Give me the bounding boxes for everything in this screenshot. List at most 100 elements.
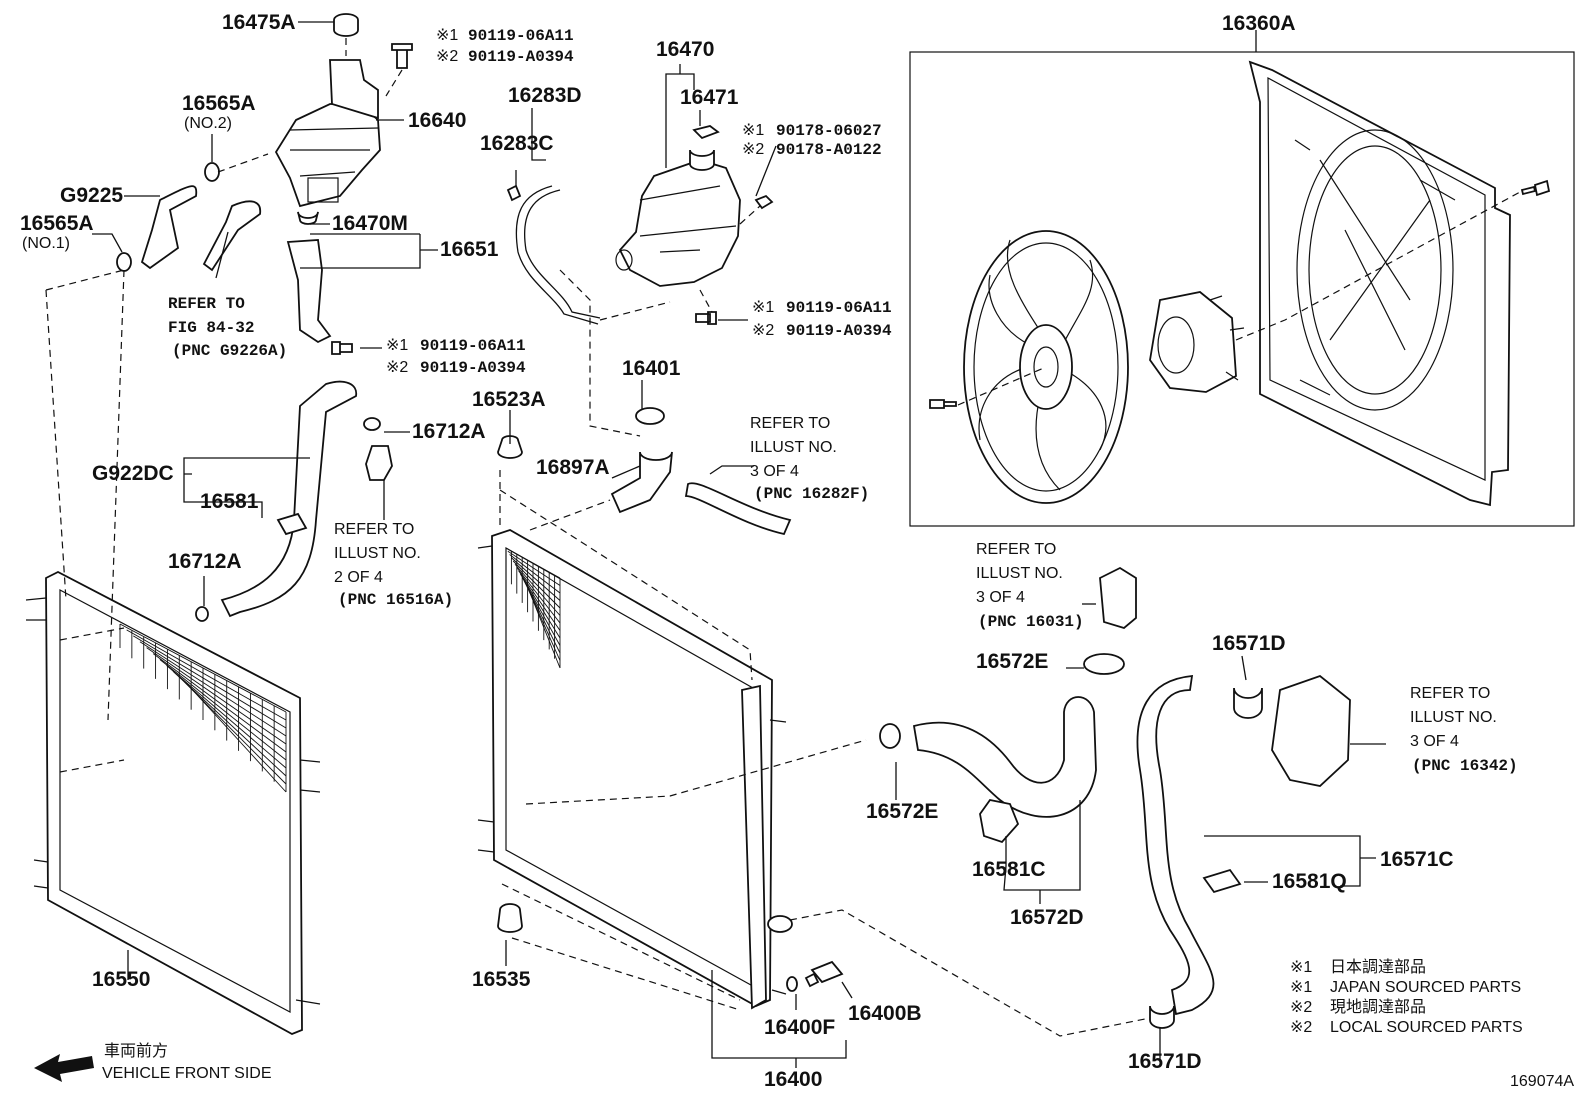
label-16640: 16640	[408, 109, 466, 132]
hose-16283d	[524, 189, 601, 319]
clamp-16565a-no1	[116, 252, 132, 272]
radiator-16400	[477, 529, 793, 1010]
svg-text:90119-A0394: 90119-A0394	[786, 322, 892, 340]
svg-text:※2: ※2	[752, 322, 774, 339]
svg-text:3 OF 4: 3 OF 4	[1410, 733, 1459, 750]
label-16400: 16400	[764, 1068, 822, 1091]
label-16283c: 16283C	[480, 132, 554, 155]
label-16712a-low: 16712A	[168, 550, 242, 573]
svg-text:REFER TO: REFER TO	[1410, 685, 1490, 702]
label-16400f: 16400F	[764, 1016, 835, 1039]
svg-text:(PNC G9226A): (PNC G9226A)	[172, 342, 287, 360]
label-16401: 16401	[622, 357, 681, 380]
clamp-16581c	[979, 799, 1020, 844]
svg-text:ILLUST NO.: ILLUST NO.	[1410, 709, 1497, 726]
hose-16572d	[912, 696, 1097, 818]
front-direction-arrow-icon	[34, 1054, 94, 1082]
refer-fig-84-32[interactable]: REFER TO FIG 84-32 (PNC G9226A)	[168, 295, 287, 360]
svg-text:3 OF 4: 3 OF 4	[750, 463, 799, 480]
svg-text:FIG 84-32: FIG 84-32	[168, 319, 254, 337]
label-16565a-no2-sub: (NO.2)	[184, 115, 232, 132]
cooling-fan	[963, 230, 1129, 504]
svg-text:※2: ※2	[436, 48, 458, 65]
label-16400b: 16400B	[848, 1002, 922, 1025]
hose-16571c	[1136, 674, 1215, 1016]
clamp-16571d-top	[1233, 687, 1263, 719]
clamp-16565a-no2	[204, 162, 220, 182]
svg-text:※2: ※2	[1290, 1019, 1312, 1036]
bolt-callout-2: ※1 90178-06027 ※2 90178-A0122	[742, 122, 882, 159]
label-16565a-no2: 16565A	[182, 92, 256, 115]
label-g922dc: G922DC	[92, 462, 174, 485]
refer-pnc-16282f[interactable]: REFER TO ILLUST NO. 3 OF 4 (PNC 16282F)	[750, 415, 869, 503]
svg-text:ILLUST NO.: ILLUST NO.	[750, 439, 837, 456]
drain-plug-16400b	[804, 960, 844, 988]
nut-16470	[754, 194, 774, 210]
fitting-16516a	[365, 445, 393, 481]
radiator-core-grid	[505, 547, 561, 669]
water-outlet-16031	[1099, 566, 1137, 630]
label-16535: 16535	[472, 968, 531, 991]
front-side-label-jp: 車両前方	[104, 1042, 168, 1060]
label-16283d: 16283D	[508, 84, 582, 107]
svg-text:※1: ※1	[1290, 979, 1312, 996]
label-16581: 16581	[200, 490, 259, 513]
label-16581c: 16581C	[972, 858, 1046, 881]
label-16651: 16651	[440, 238, 499, 261]
bolt-callout-1: ※1 90119-06A11 ※2 90119-A0394	[436, 27, 574, 66]
svg-text:REFER TO: REFER TO	[168, 295, 245, 313]
svg-text:※1: ※1	[386, 337, 408, 354]
filler-neck-16897a	[610, 451, 673, 514]
label-g9225: G9225	[60, 184, 123, 207]
refer-pnc-16516a[interactable]: REFER TO ILLUST NO. 2 OF 4 (PNC 16516A)	[334, 521, 453, 609]
clamp-16572e-top	[1083, 653, 1125, 675]
bracket-bolt	[331, 341, 353, 355]
fan-motor	[1149, 291, 1245, 393]
svg-text:90178-06027: 90178-06027	[776, 122, 882, 140]
svg-text:REFER TO: REFER TO	[976, 541, 1056, 558]
svg-text:3 OF 4: 3 OF 4	[976, 589, 1025, 606]
front-side-label-en: VEHICLE FRONT SIDE	[102, 1065, 272, 1082]
svg-text:※1: ※1	[436, 27, 458, 44]
svg-text:REFER TO: REFER TO	[334, 521, 414, 538]
svg-text:90119-A0394: 90119-A0394	[468, 48, 574, 66]
refer-pnc-16031[interactable]: REFER TO ILLUST NO. 3 OF 4 (PNC 16031)	[976, 541, 1084, 631]
label-16471: 16471	[680, 86, 739, 109]
label-16572d: 16572D	[1010, 906, 1084, 929]
reservoir-tank	[274, 59, 381, 208]
svg-text:ILLUST NO.: ILLUST NO.	[976, 565, 1063, 582]
svg-text:※2: ※2	[386, 359, 408, 376]
svg-text:(PNC 16282F): (PNC 16282F)	[754, 485, 869, 503]
radiator-cap-16401	[635, 407, 665, 425]
grommet-16470m	[297, 211, 319, 225]
label-16470m: 16470M	[332, 212, 408, 235]
label-16470: 16470	[656, 38, 714, 61]
svg-text:※1: ※1	[752, 299, 774, 316]
label-16572e-top: 16572E	[976, 650, 1048, 673]
refer-pnc-16342[interactable]: REFER TO ILLUST NO. 3 OF 4 (PNC 16342)	[1410, 685, 1518, 775]
svg-text:※2: ※2	[1290, 999, 1312, 1016]
label-16523a: 16523A	[472, 388, 546, 411]
label-16565a-no1: 16565A	[20, 212, 94, 235]
label-16581q: 16581Q	[1272, 870, 1347, 893]
bracket-16651	[286, 239, 332, 344]
reservoir-bolt	[391, 43, 413, 69]
svg-text:現地調達部品: 現地調達部品	[1330, 998, 1426, 1016]
svg-text:90119-06A11: 90119-06A11	[786, 299, 892, 317]
label-16571d-bottom: 16571D	[1128, 1050, 1202, 1073]
svg-text:(PNC 16516A): (PNC 16516A)	[338, 591, 453, 609]
clip-16283c	[506, 184, 522, 202]
svg-text:90119-06A11: 90119-06A11	[468, 27, 574, 45]
svg-text:90119-A0394: 90119-A0394	[420, 359, 526, 377]
svg-text:(PNC 16031): (PNC 16031)	[978, 613, 1084, 631]
hose-refer-g9226a	[202, 200, 262, 272]
svg-text:ILLUST NO.: ILLUST NO.	[334, 545, 421, 562]
oring-16400f	[786, 976, 798, 992]
reservoir-16470-bolt	[695, 311, 717, 325]
clamp-16572e-mid	[879, 723, 901, 749]
svg-text:日本調達部品: 日本調達部品	[1330, 958, 1426, 976]
water-inlet-16342	[1271, 674, 1351, 787]
fan-bolt-right	[1520, 179, 1551, 197]
label-16571c: 16571C	[1380, 848, 1454, 871]
